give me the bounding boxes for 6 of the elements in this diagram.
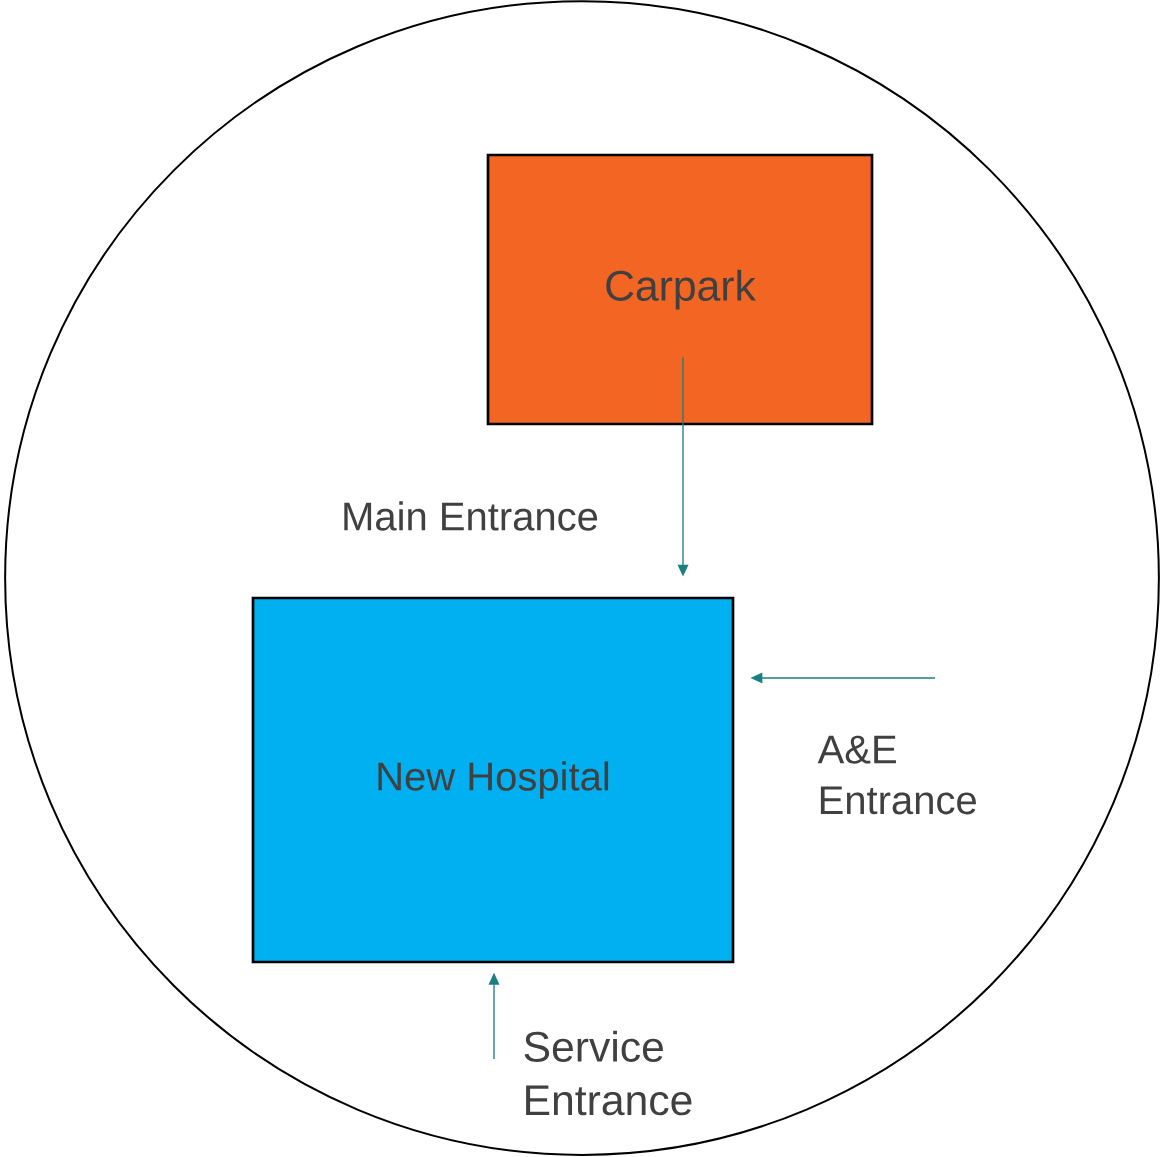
edge-label: Service Entrance xyxy=(524,1030,692,1116)
edge-label: A&E Entrance xyxy=(817,735,976,815)
site-circle xyxy=(4,0,1160,1156)
carpark-box: Carpark xyxy=(486,153,874,426)
hospital-box: New Hospital xyxy=(251,596,735,964)
edge-label: Main Entrance xyxy=(344,501,598,531)
